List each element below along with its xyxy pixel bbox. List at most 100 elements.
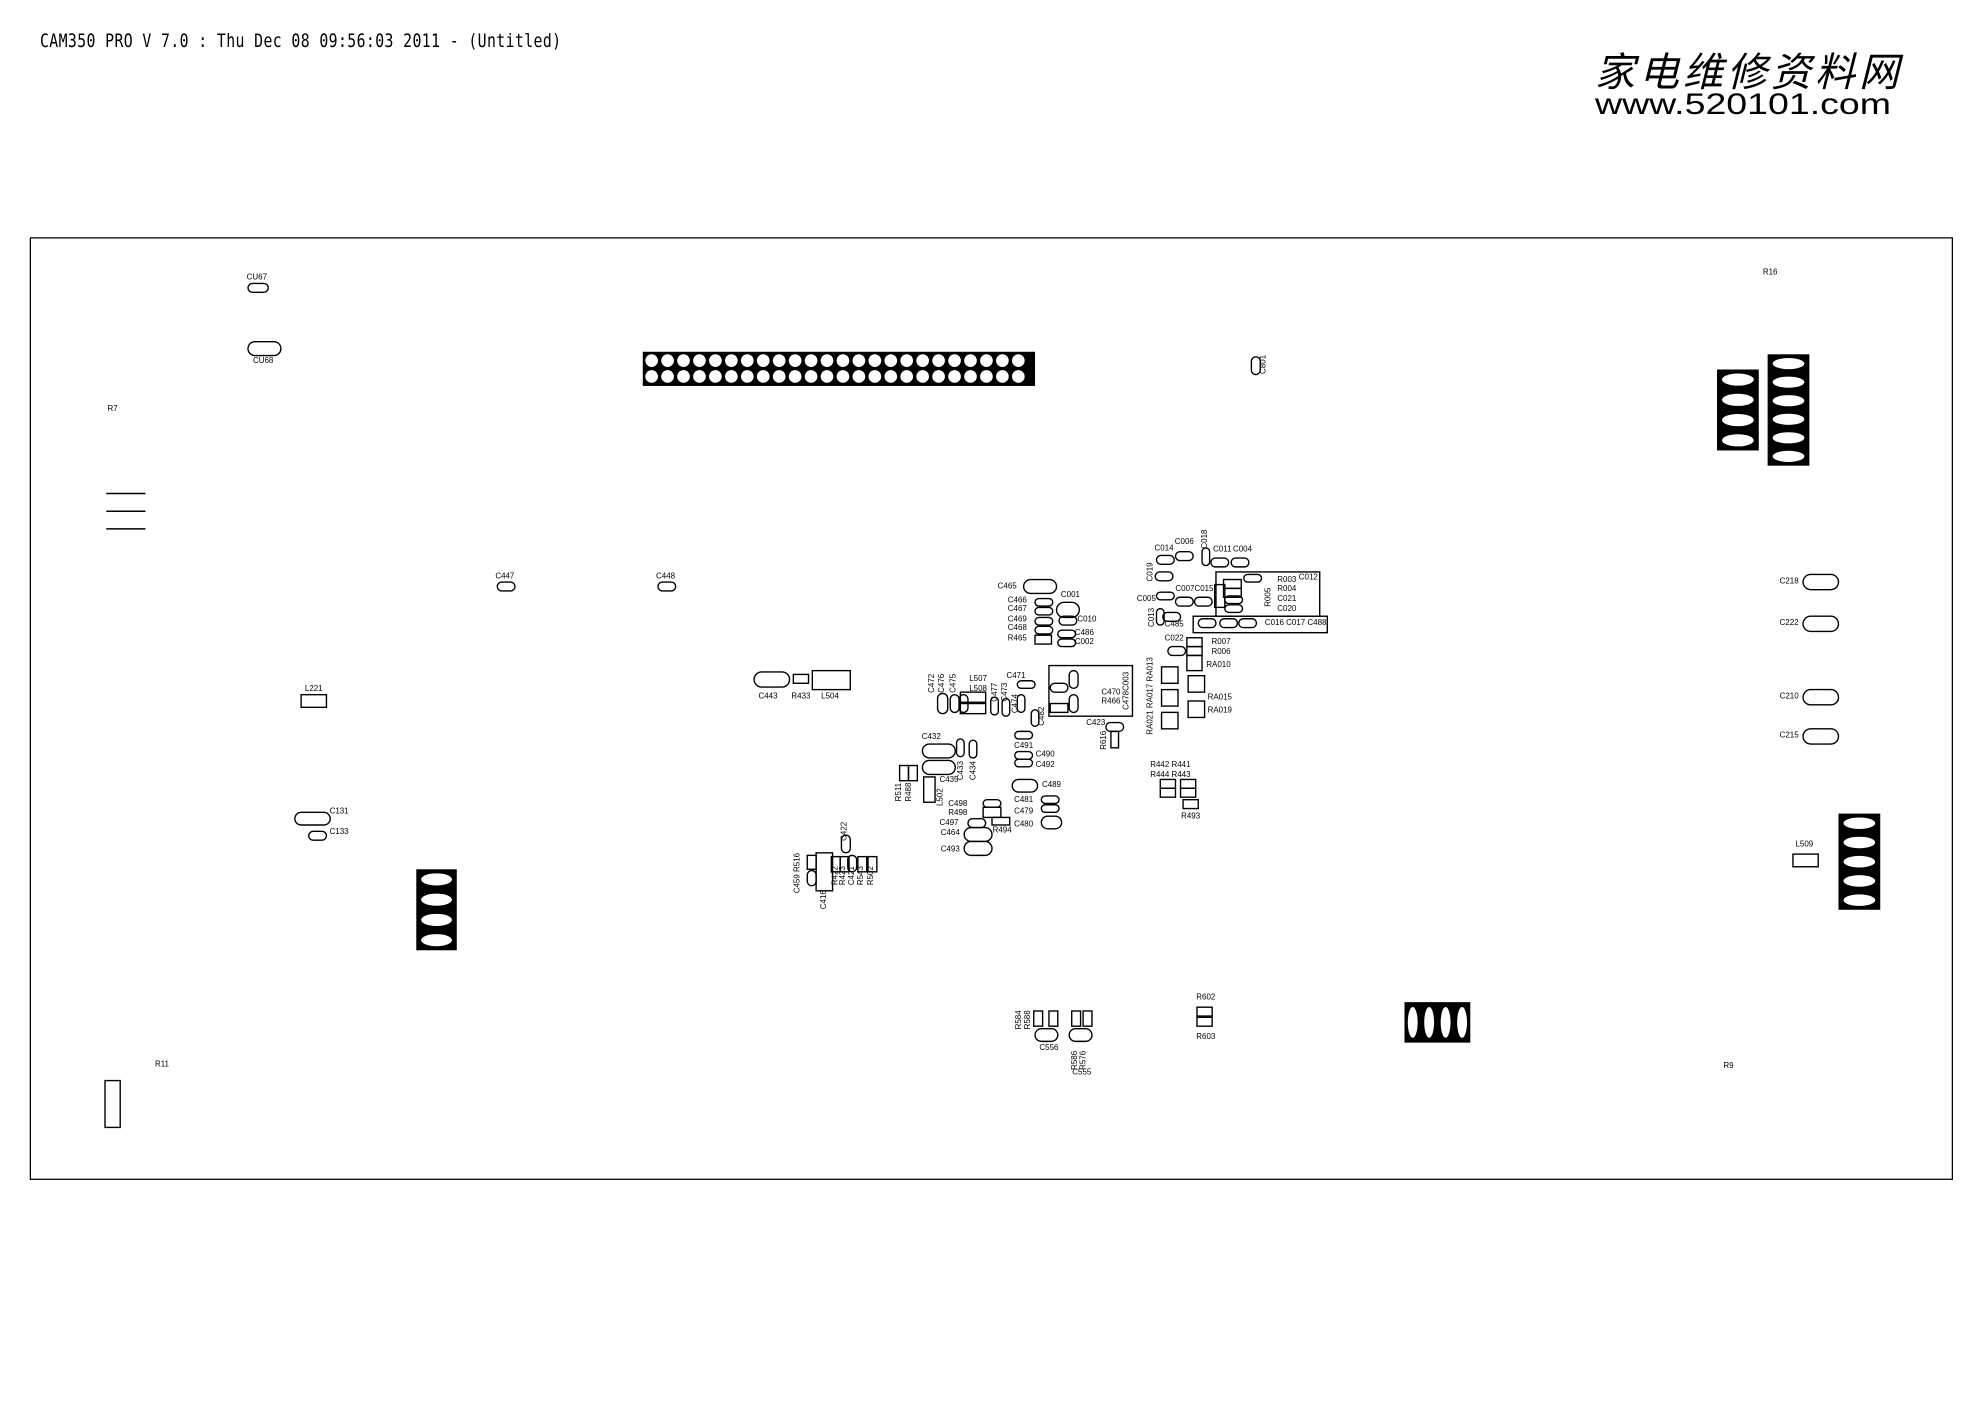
component-label: C470 xyxy=(1101,688,1121,697)
watermark-logo-url: www.520101.com xyxy=(1595,88,1891,121)
capacitor-pad xyxy=(1068,1028,1093,1043)
resistor-pad xyxy=(922,776,936,803)
resistor-pad xyxy=(1160,711,1179,730)
capacitor-pad xyxy=(1155,554,1175,566)
connector-pad xyxy=(1772,413,1805,425)
capacitor-pad xyxy=(247,282,269,294)
component-label: C018 xyxy=(1200,529,1209,549)
capacitor-pad xyxy=(308,830,328,841)
component-label: C465 xyxy=(998,581,1018,590)
capacitor-pad xyxy=(753,671,791,688)
component-label: C011 xyxy=(1213,545,1232,554)
resistor-pad xyxy=(1222,578,1242,590)
component-label: C498 xyxy=(948,799,968,808)
component-label: C497 xyxy=(939,818,959,827)
component-label: C482 xyxy=(1037,706,1046,726)
header-pin xyxy=(916,370,929,383)
capacitor-pad xyxy=(1016,680,1036,690)
component-label: C001 xyxy=(1061,590,1081,599)
connector-pad xyxy=(1407,1007,1418,1038)
resistor-pad xyxy=(792,673,810,684)
resistor-pad xyxy=(1049,702,1069,714)
header-pin xyxy=(725,370,738,383)
capacitor-pad xyxy=(921,743,957,759)
component-label: C416 xyxy=(819,890,828,910)
capacitor-pad xyxy=(1034,616,1054,626)
resistor-pad xyxy=(959,691,987,703)
component-label: R466 xyxy=(1101,697,1121,706)
header-pin xyxy=(804,370,818,383)
component-label: C485 xyxy=(1165,619,1185,628)
connector-pad xyxy=(1843,855,1876,868)
component-label: C474 xyxy=(1010,693,1019,713)
capacitor-pad xyxy=(982,798,1002,808)
component-label: C479 xyxy=(1014,807,1034,816)
component-label: C004 xyxy=(1233,545,1253,554)
capacitor-pad xyxy=(1011,778,1039,793)
connector-pad xyxy=(1843,817,1876,829)
resistor-pad xyxy=(991,816,1011,826)
resistor-pad xyxy=(898,764,910,782)
header-pin xyxy=(693,354,706,367)
resistor-pad xyxy=(300,693,328,709)
capacitor-pad xyxy=(1014,750,1034,760)
capacitor-pad xyxy=(1022,578,1058,595)
capacitor-pad xyxy=(1802,615,1840,633)
capacitor-pad xyxy=(1068,693,1079,714)
resistor-pad xyxy=(839,855,850,873)
capacitor-pad xyxy=(1193,596,1213,607)
connector-pad xyxy=(1843,894,1876,906)
capacitor-pad xyxy=(496,581,516,592)
component-label: C005 xyxy=(1137,594,1157,603)
component-label: C476 xyxy=(937,673,946,693)
component-label: C218 xyxy=(1780,576,1800,585)
component-label: C447 xyxy=(495,571,515,580)
header-pin xyxy=(980,354,993,367)
component-label: C555 xyxy=(1072,1067,1092,1076)
capacitor-pad xyxy=(955,738,965,758)
header-pin xyxy=(804,354,818,367)
resistor-pad xyxy=(907,764,919,782)
capacitor-pad xyxy=(1057,629,1077,639)
connector-pad xyxy=(1424,1007,1435,1038)
capacitor-pad xyxy=(806,869,817,887)
capacitor-pad xyxy=(968,739,978,759)
capacitor-pad xyxy=(847,854,858,873)
header-pin xyxy=(1011,354,1025,367)
resistor-pad xyxy=(867,855,878,873)
component-label: R11 xyxy=(155,1060,170,1069)
capacitor-pad xyxy=(1224,604,1244,614)
connector-pad xyxy=(1722,393,1754,406)
header-pin xyxy=(836,354,850,367)
component-label: R003 xyxy=(1277,575,1297,584)
capacitor-pad xyxy=(1219,618,1239,629)
component-label: C473 xyxy=(1000,682,1009,702)
component-label: CU68 xyxy=(253,356,274,365)
capacitor-pad xyxy=(1034,1028,1059,1043)
resistor-pad xyxy=(857,855,868,873)
header-pin xyxy=(1011,370,1025,383)
header-pin xyxy=(948,370,961,383)
capacitor-pad xyxy=(990,696,1000,716)
capacitor-pad xyxy=(963,840,993,857)
component-label: C020 xyxy=(1277,604,1297,613)
component-label: R488 xyxy=(904,782,913,802)
resistor-pad xyxy=(1071,1010,1082,1027)
capacitor-pad xyxy=(1105,721,1125,733)
component-label: R422 xyxy=(831,866,840,886)
component-label: C432 xyxy=(922,732,942,741)
resistor-pad xyxy=(1159,787,1177,798)
resistor-pad xyxy=(1179,787,1197,798)
header-pin xyxy=(772,354,786,367)
capacitor-pad xyxy=(294,811,331,826)
component-label: R007 xyxy=(1211,637,1231,646)
header-pin xyxy=(772,370,786,383)
capacitor-pad xyxy=(1034,597,1054,607)
capacitor-pad xyxy=(1174,596,1194,607)
resistor-pad xyxy=(806,854,817,870)
header-pin xyxy=(980,370,993,383)
resistor-pad xyxy=(1792,853,1819,868)
header-pin xyxy=(709,370,722,383)
capacitor-pad xyxy=(1030,709,1040,728)
connector-pad xyxy=(1440,1007,1451,1038)
